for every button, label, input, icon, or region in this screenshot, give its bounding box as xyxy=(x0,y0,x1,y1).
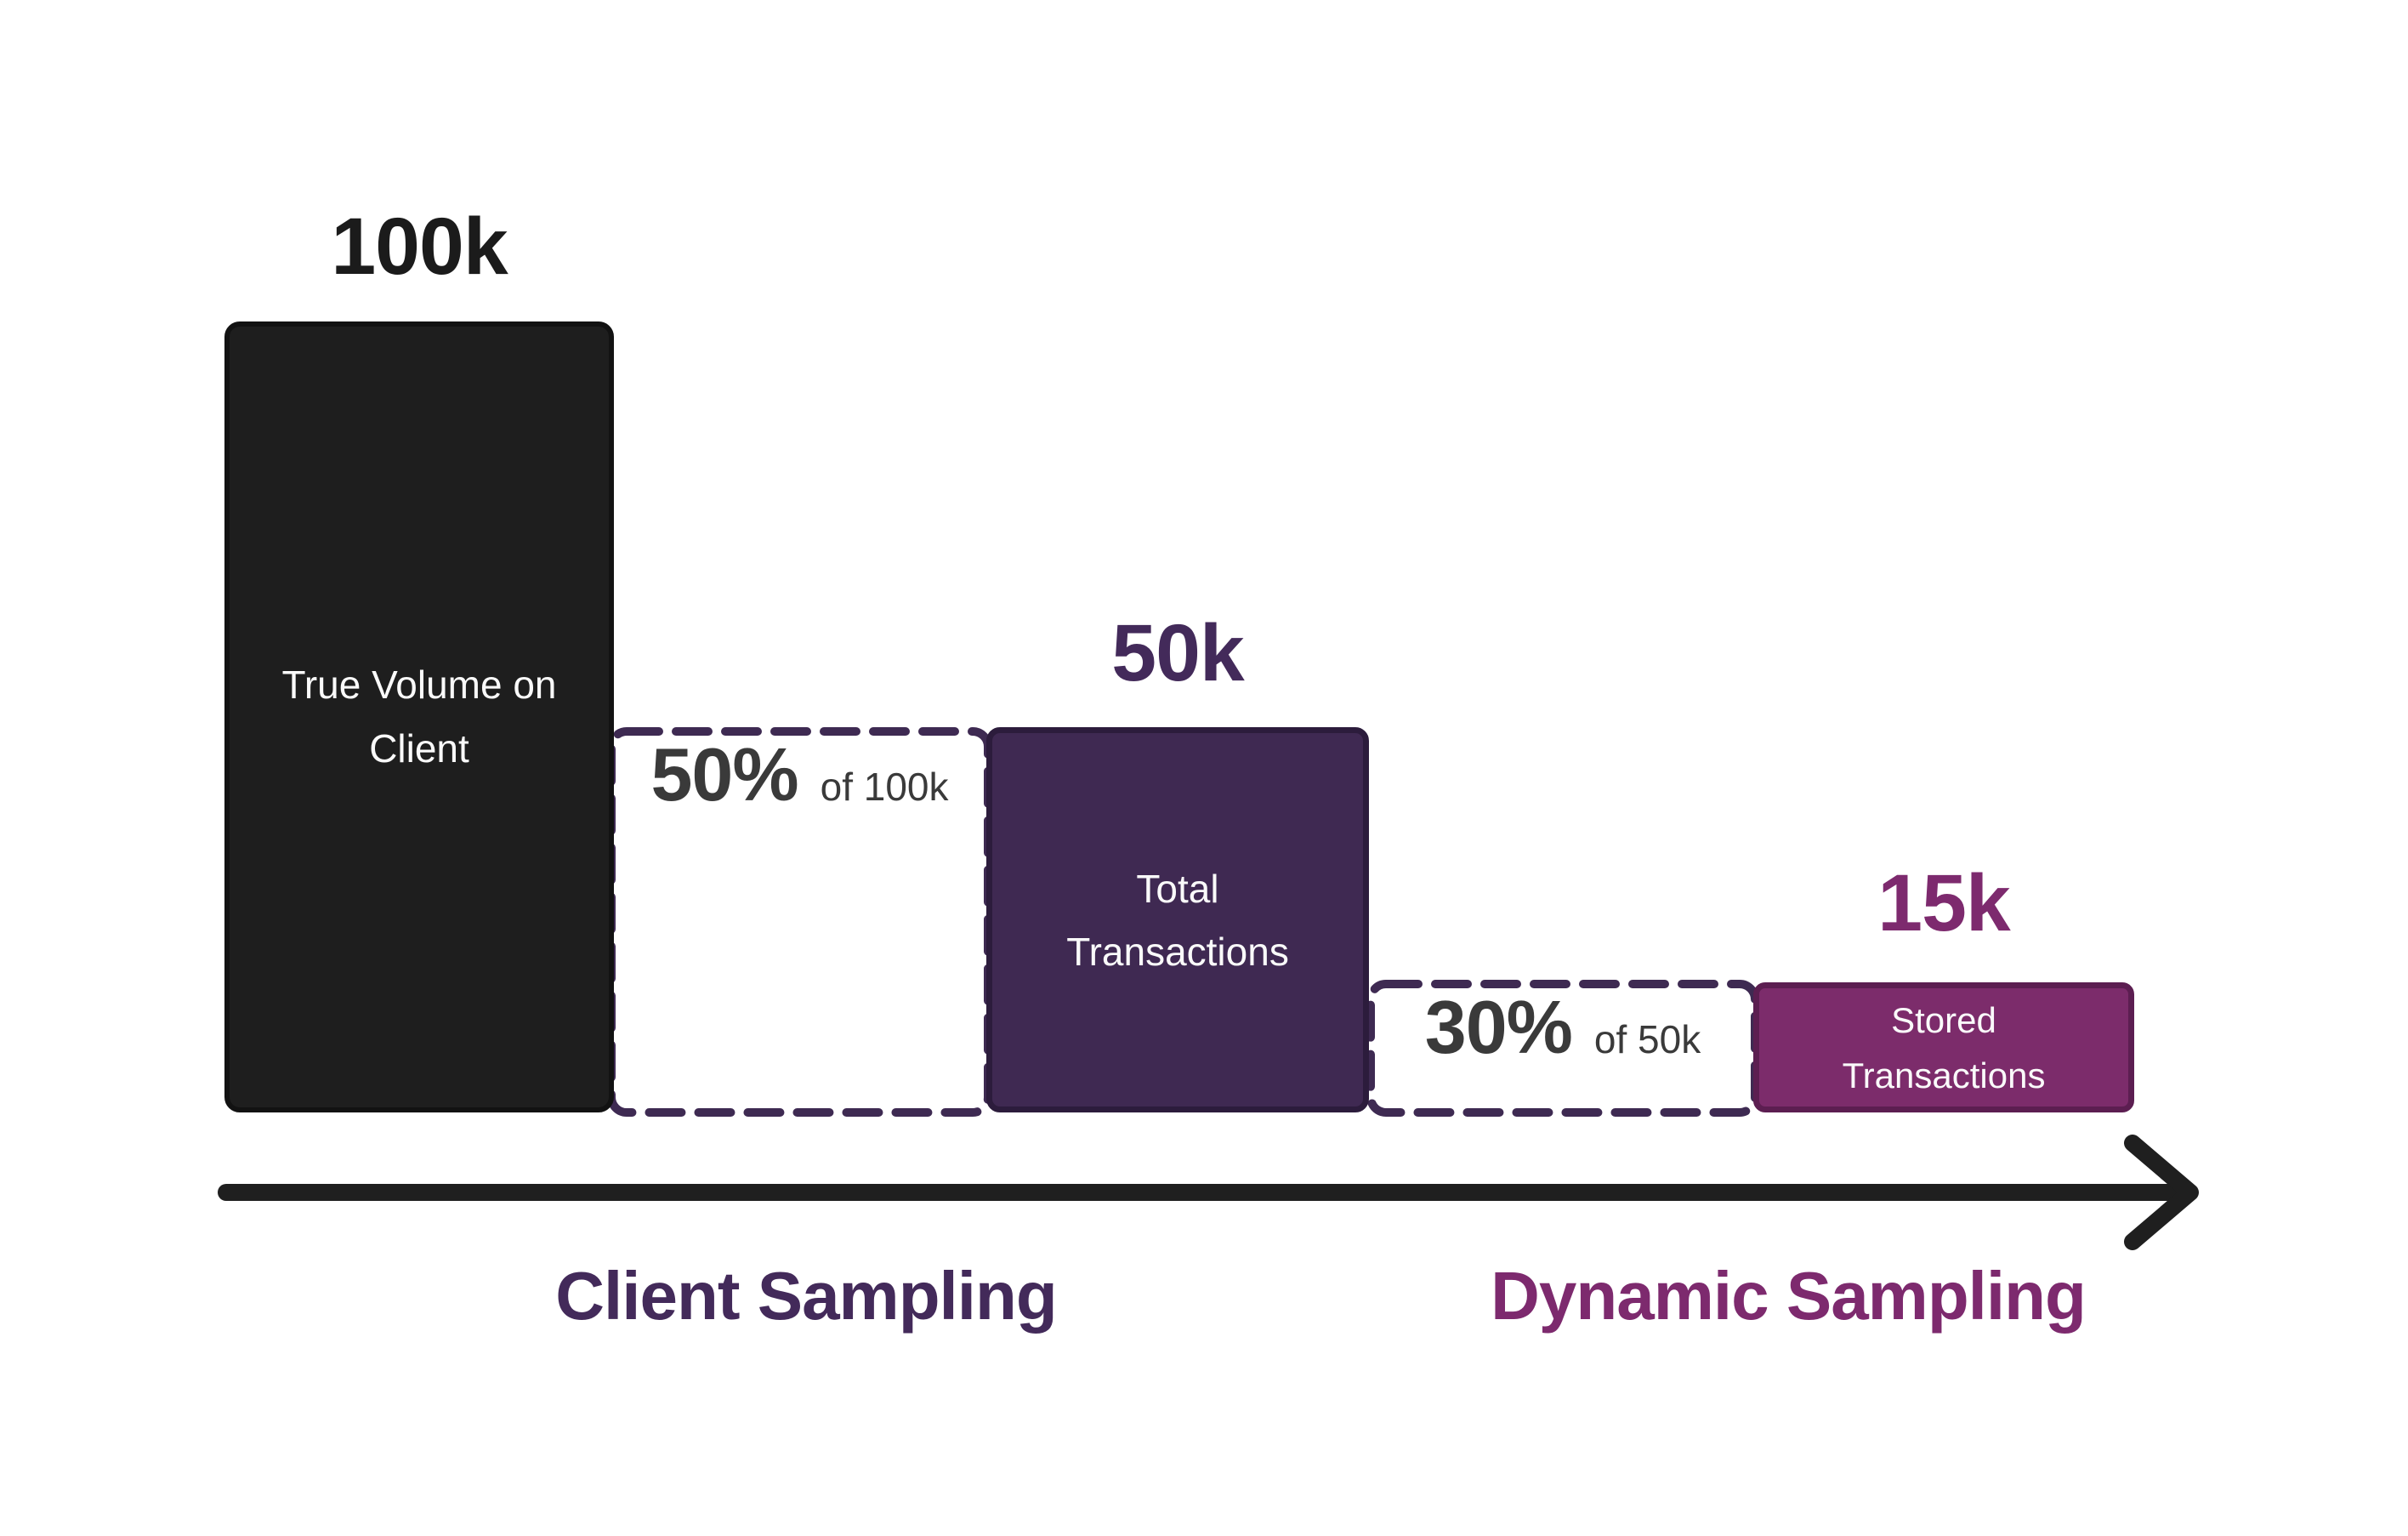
dynamic-sampling-percent: 30% xyxy=(1424,985,1573,1069)
bar-stored-label-line2: Transactions xyxy=(1842,1055,2046,1095)
value-label-50k: 50k xyxy=(1111,608,1245,698)
bar-total-label-line2: Transactions xyxy=(1066,929,1289,974)
flow-arrow xyxy=(218,1135,2199,1250)
client-sampling-rate: 50% of 100k xyxy=(611,731,988,1112)
stage-label-dynamic-sampling: Dynamic Sampling xyxy=(1491,1258,2087,1334)
bar-stored-label-line1: Stored xyxy=(1891,999,1996,1040)
dynamic-sampling-of-text: of 50k xyxy=(1593,1017,1701,1061)
bar-total-label-line1: Total xyxy=(1136,866,1219,911)
bar-total-transactions: Total Transactions xyxy=(986,727,1369,1112)
arrow-head xyxy=(2124,1135,2199,1250)
client-sampling-of-text: of 100k xyxy=(820,765,949,809)
bar-true-volume-label-line1: True Volume on xyxy=(281,663,557,707)
bar-stored-transactions: Stored Transactions xyxy=(1753,982,2134,1112)
dynamic-sampling-rate: 30% of 50k xyxy=(1371,984,1755,1112)
bar-true-volume-label-line2: Client xyxy=(369,726,469,771)
stage-label-client-sampling: Client Sampling xyxy=(555,1258,1058,1334)
value-label-100k: 100k xyxy=(331,202,508,292)
client-sampling-percent: 50% xyxy=(650,732,798,816)
bar-true-volume: True Volume on Client xyxy=(224,321,614,1112)
value-label-15k: 15k xyxy=(1877,858,2011,948)
